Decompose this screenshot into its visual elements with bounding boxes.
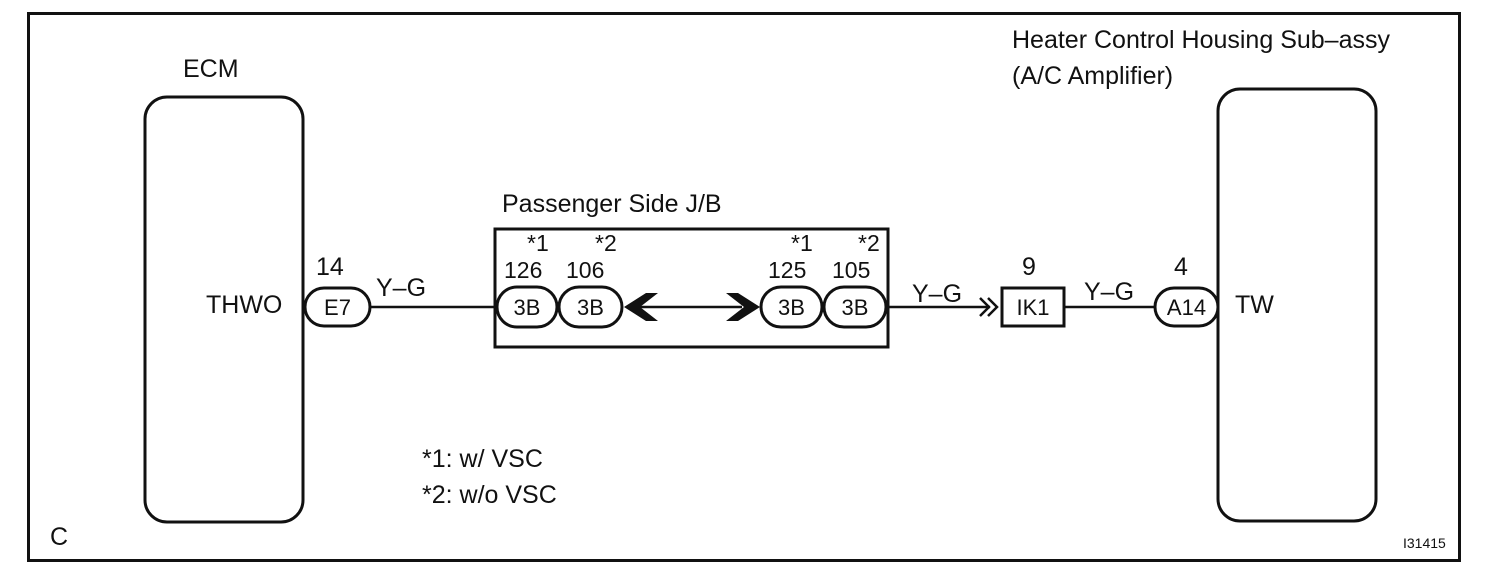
ecm-title: ECM — [183, 55, 239, 83]
jb-left2-pin: 106 — [566, 257, 604, 283]
ecm-body — [143, 95, 305, 524]
amp-title-line1: Heater Control Housing Sub–assy — [1012, 26, 1390, 54]
wire-color-ecm-jb: Y–G — [376, 274, 426, 302]
jb-right1-note: *1 — [791, 230, 813, 256]
jb-right2-connector — [822, 285, 888, 329]
note-1: *1: w/ VSC — [422, 445, 543, 473]
jb-left2-note: *2 — [595, 230, 617, 256]
jb-left1-connector — [495, 285, 559, 329]
amp-pin-number: 4 — [1174, 253, 1188, 281]
amp-pin-name: TW — [1235, 291, 1274, 319]
jb-left2-connector-label: 3B — [577, 295, 604, 320]
jb-right1-connector — [759, 285, 824, 329]
ik1-pin-number: 9 — [1022, 253, 1036, 281]
figure-id: I31415 — [1403, 535, 1446, 551]
jb-right-arrow-icon — [726, 293, 760, 321]
wire-color-ik1-amp: Y–G — [1084, 278, 1134, 306]
amp-body — [1216, 87, 1378, 523]
jb-right2-note: *2 — [858, 230, 880, 256]
ecm-connector-label: E7 — [324, 295, 351, 320]
jb-right1-connector-label: 3B — [778, 295, 805, 320]
jb-left1-note: *1 — [527, 230, 549, 256]
jb-left-arrow-icon — [624, 293, 658, 321]
jb-left2-connector — [557, 285, 624, 329]
amp-title-line2: (A/C Amplifier) — [1012, 62, 1173, 90]
ecm-pin-number: 14 — [316, 253, 344, 281]
ecm-pin-name: THWO — [206, 291, 282, 319]
wire-color-jb-ik1: Y–G — [912, 280, 962, 308]
jb-right2-pin: 105 — [832, 257, 870, 283]
ik1-chevron2-icon — [987, 297, 999, 317]
jb-title: Passenger Side J/B — [502, 190, 722, 218]
jb-right2-connector-label: 3B — [842, 295, 869, 320]
jb-left1-pin: 126 — [504, 257, 542, 283]
ik1-connector-label: IK1 — [1016, 295, 1049, 320]
jb-right1-pin: 125 — [768, 257, 806, 283]
corner-code: C — [50, 523, 68, 551]
amp-connector-label: A14 — [1167, 295, 1206, 320]
ik1-connector — [1000, 286, 1066, 328]
ik1-chevron-icon — [979, 297, 991, 317]
jb-left1-connector-label: 3B — [514, 295, 541, 320]
jb-outline — [493, 227, 890, 349]
note-2: *2: w/o VSC — [422, 481, 557, 509]
